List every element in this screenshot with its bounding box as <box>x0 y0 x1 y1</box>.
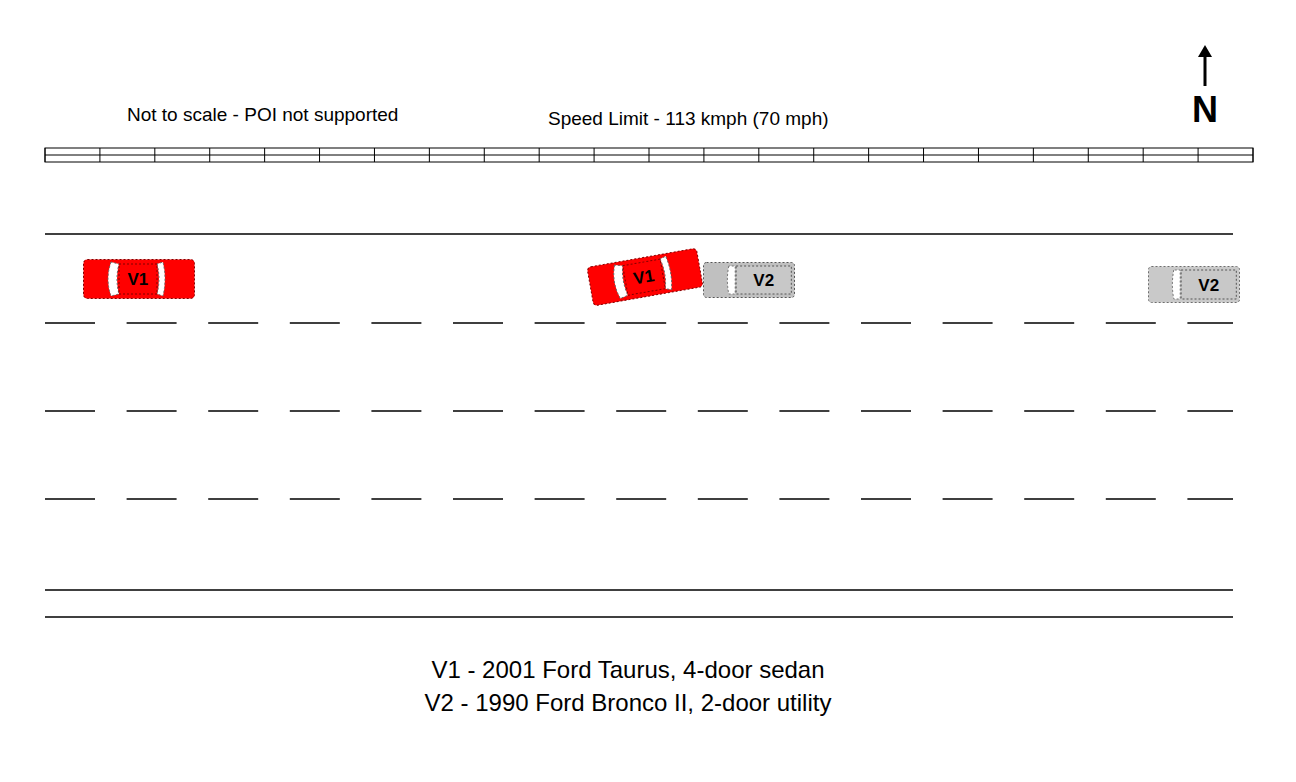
rail-post <box>1143 148 1144 162</box>
lane-lines <box>45 323 1233 499</box>
vehicle-label: V2 <box>753 272 774 289</box>
rail-post <box>45 148 46 162</box>
rail-post <box>1088 148 1089 162</box>
note-text: Speed Limit - 113 kmph (70 mph) <box>548 108 829 130</box>
sedan-vehicle: V1 <box>83 259 195 299</box>
rail-post <box>319 148 320 162</box>
rail-post <box>1033 148 1034 162</box>
rail-post <box>813 148 814 162</box>
rail-post <box>978 148 979 162</box>
rail-post <box>703 148 704 162</box>
rail-post <box>209 148 210 162</box>
rail-post <box>1253 148 1254 162</box>
vehicle-label: V2 <box>1198 276 1219 293</box>
rail-post <box>1198 148 1199 162</box>
road-edge <box>45 616 1233 618</box>
sedan-vehicle: V1 <box>586 248 703 307</box>
rail-post <box>154 148 155 162</box>
road-edge <box>45 233 1233 235</box>
rail-post <box>594 148 595 162</box>
rail-post <box>539 148 540 162</box>
note-text: Not to scale - POI not supported <box>127 104 398 126</box>
vehicle-key: V2 - 1990 Ford Bronco II, 2-door utility <box>425 689 832 717</box>
utility-vehicle: V2 <box>1148 266 1240 303</box>
rail-post <box>264 148 265 162</box>
vehicle-label: V1 <box>127 271 148 288</box>
rail-post <box>99 148 100 162</box>
road-edge <box>45 589 1233 591</box>
rail-post <box>923 148 924 162</box>
vehicle-outline <box>703 262 795 298</box>
rail-post <box>649 148 650 162</box>
utility-vehicle: V2 <box>703 262 795 298</box>
vehicle-outline <box>1148 266 1240 303</box>
vehicle-label: V1 <box>632 267 655 287</box>
rail-post <box>374 148 375 162</box>
rail-post <box>484 148 485 162</box>
rail-post <box>429 148 430 162</box>
vehicle-key: V1 - 2001 Ford Taurus, 4-door sedan <box>431 656 824 684</box>
rail-post <box>758 148 759 162</box>
north-label: N <box>1192 89 1218 130</box>
rail-post <box>868 148 869 162</box>
north-arrow <box>1198 45 1212 86</box>
guardrail <box>45 148 1253 162</box>
